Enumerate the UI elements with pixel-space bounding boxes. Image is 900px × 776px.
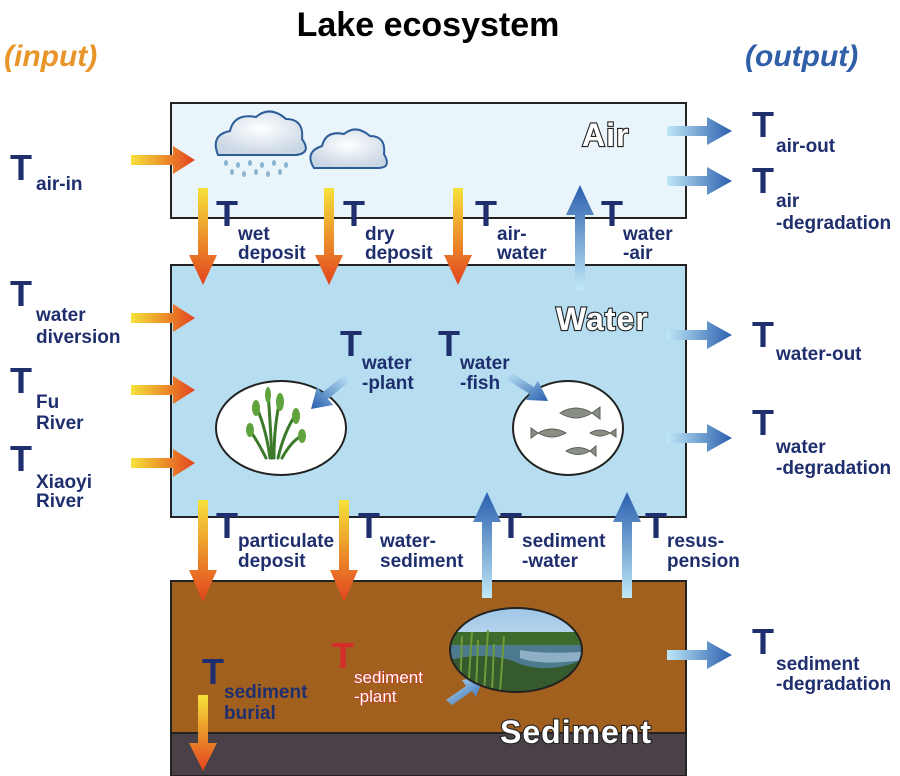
svg-text:T: T: [358, 505, 380, 546]
svg-text:water: water: [35, 305, 86, 326]
svg-text:water: water: [459, 353, 510, 374]
svg-text:water: water: [361, 353, 412, 374]
svg-text:burial: burial: [224, 703, 276, 724]
svg-text:deposit: deposit: [365, 243, 433, 264]
svg-text:-water: -water: [522, 551, 579, 572]
svg-text:T: T: [752, 314, 774, 355]
svg-text:dry: dry: [365, 224, 395, 245]
svg-text:-air: -air: [623, 243, 653, 264]
transfer-label-water-sediment: T water- sediment: [358, 505, 464, 572]
svg-text:T: T: [10, 273, 32, 314]
svg-text:water-out: water-out: [775, 344, 862, 365]
sediment-label: Sediment: [500, 714, 652, 750]
svg-text:T: T: [752, 621, 774, 662]
svg-text:-plant: -plant: [354, 687, 397, 706]
output-label-water-degradation: T water -degradation: [752, 402, 891, 479]
input-label-air-in: T air-in: [10, 147, 82, 195]
svg-text:water: water: [775, 437, 826, 458]
svg-text:deposit: deposit: [238, 243, 306, 264]
svg-text:-degradation: -degradation: [776, 213, 891, 234]
svg-text:T: T: [343, 193, 365, 234]
transfer-label-water-fish: T water -fish: [438, 323, 510, 394]
svg-text:-fish: -fish: [460, 373, 500, 394]
svg-text:T: T: [752, 402, 774, 443]
svg-text:T: T: [438, 323, 460, 364]
svg-text:T: T: [601, 193, 623, 234]
svg-text:T: T: [645, 505, 667, 546]
upward-arrows: [473, 185, 641, 598]
transfer-label-sediment-plant: T sediment -plant: [332, 635, 424, 706]
input-label-water-diversion: T water diversion: [10, 273, 120, 348]
transfer-label-resuspension: T resus- pension: [645, 505, 740, 572]
output-label-sediment-degradation: T sediment -degradation: [752, 621, 891, 695]
transfer-label-water-plant: T water -plant: [340, 323, 414, 394]
svg-text:River: River: [36, 491, 84, 512]
cloud-icon: [309, 128, 388, 169]
input-arrows: [131, 146, 195, 477]
svg-text:resus-: resus-: [667, 531, 724, 552]
svg-text:T: T: [752, 104, 774, 145]
svg-text:air-: air-: [497, 224, 527, 245]
svg-text:diversion: diversion: [36, 327, 120, 348]
transfer-label-dry-deposit: T dry deposit: [343, 193, 433, 264]
input-label: (input): [4, 40, 97, 73]
svg-text:T: T: [10, 360, 32, 401]
downward-arrows: [189, 188, 472, 771]
svg-text:air-out: air-out: [776, 136, 836, 157]
output-label-air-out: T air-out: [752, 104, 836, 157]
transfer-label-air-water: T air- water: [475, 193, 547, 264]
svg-text:T: T: [752, 160, 774, 201]
svg-text:particulate: particulate: [238, 531, 334, 552]
svg-text:-plant: -plant: [362, 373, 414, 394]
svg-text:pension: pension: [667, 551, 740, 572]
input-label-xiaoyi-river: T Xiaoyi River: [10, 438, 92, 512]
transfer-label-particulate-deposit: T particulate deposit: [216, 505, 334, 572]
svg-text:-degradation: -degradation: [776, 674, 891, 695]
svg-text:sediment: sediment: [522, 531, 606, 552]
svg-text:air: air: [776, 191, 800, 212]
output-arrows: [667, 117, 732, 669]
svg-text:air-in: air-in: [36, 174, 82, 195]
output-label: (output): [745, 40, 858, 73]
svg-text:T: T: [475, 193, 497, 234]
bedrock-layer: [170, 732, 687, 776]
svg-text:-degradation: -degradation: [776, 458, 891, 479]
transfer-label-wet-deposit: T wet deposit: [216, 193, 306, 264]
svg-text:T: T: [10, 147, 32, 188]
svg-text:sediment: sediment: [776, 654, 860, 675]
cloud-rain-icon: [214, 110, 307, 177]
svg-text:sediment: sediment: [354, 668, 423, 687]
svg-text:deposit: deposit: [238, 551, 306, 572]
sediment-compartment: [170, 580, 687, 734]
svg-text:T: T: [500, 505, 522, 546]
svg-text:T: T: [340, 323, 362, 364]
svg-text:water-: water-: [379, 531, 436, 552]
water-label: Water: [556, 301, 649, 337]
svg-text:water: water: [622, 224, 673, 245]
svg-text:Xiaoyi: Xiaoyi: [36, 472, 92, 493]
svg-text:sediment: sediment: [380, 551, 464, 572]
fish-icon: [512, 380, 624, 476]
input-label-fu-river: T Fu River: [10, 360, 84, 434]
svg-text:wet: wet: [237, 224, 270, 245]
transfer-label-sediment-water: T sediment -water: [500, 505, 606, 572]
svg-text:T: T: [202, 651, 224, 692]
diagram-title: Lake ecosystem: [297, 6, 560, 44]
air-label: Air: [582, 117, 629, 153]
svg-text:sediment: sediment: [224, 682, 308, 703]
svg-text:T: T: [332, 635, 354, 676]
svg-text:T: T: [10, 438, 32, 479]
output-label-water-out: T water-out: [752, 314, 862, 365]
svg-text:T: T: [216, 193, 238, 234]
svg-text:water: water: [496, 243, 547, 264]
svg-text:T: T: [216, 505, 238, 546]
svg-text:River: River: [36, 413, 84, 434]
transfer-label-water-air: T water -air: [601, 193, 673, 264]
output-label-air-degradation: T air -degradation: [752, 160, 891, 234]
transfer-label-sediment-burial: T sediment burial: [202, 651, 308, 724]
wetland-photo-icon: [449, 607, 583, 693]
svg-text:Fu: Fu: [36, 392, 59, 413]
